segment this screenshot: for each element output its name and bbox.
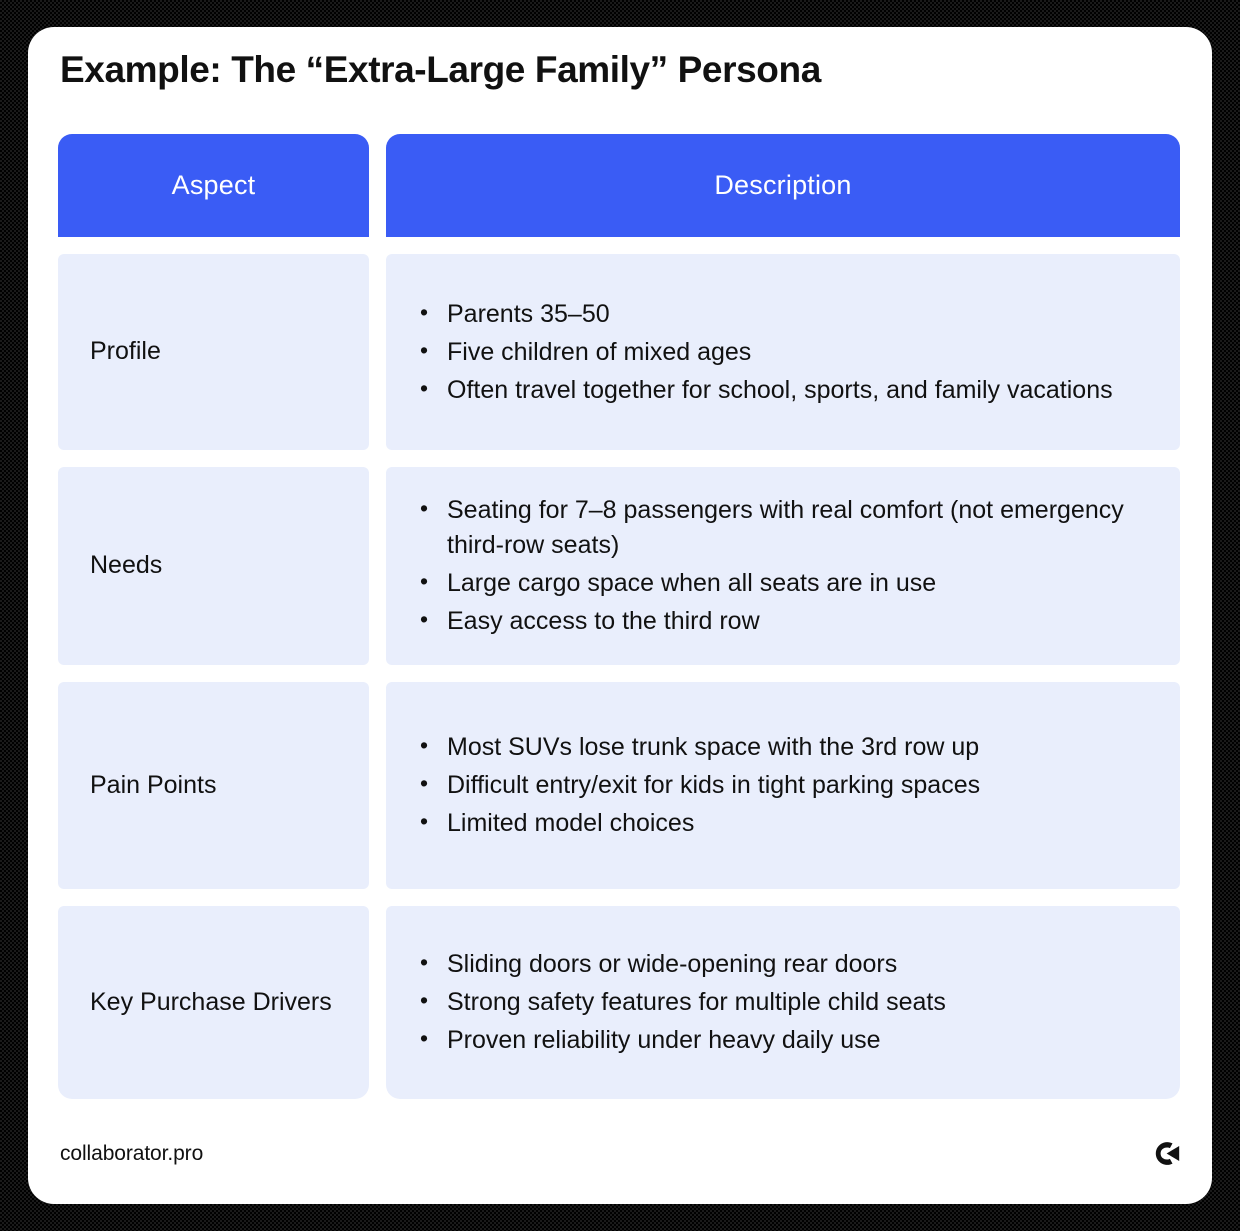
list-item: Most SUVs lose trunk space with the 3rd …	[416, 729, 1150, 765]
persona-table: Aspect Description Profile Parents 35–50…	[58, 134, 1180, 1099]
cell-description: Parents 35–50 Five children of mixed age…	[386, 254, 1180, 450]
table-row: Profile Parents 35–50 Five children of m…	[58, 254, 1180, 450]
header-label-description: Description	[714, 170, 852, 200]
brand-logo	[1152, 1139, 1182, 1169]
aspect-label: Pain Points	[90, 770, 217, 799]
list-item: Seating for 7–8 passengers with real com…	[416, 492, 1150, 563]
footer-url: collaborator.pro	[60, 1142, 204, 1165]
collaborator-logo-icon	[1155, 1142, 1180, 1165]
page-title: Example: The “Extra-Large Family” Person…	[60, 49, 821, 90]
table-row: Pain Points Most SUVs lose trunk space w…	[58, 682, 1180, 889]
cell-description: Most SUVs lose trunk space with the 3rd …	[386, 682, 1180, 889]
aspect-label: Profile	[90, 337, 161, 366]
list-item: Often travel together for school, sports…	[416, 372, 1150, 408]
header-cell-aspect: Aspect	[58, 134, 369, 237]
aspect-label: Needs	[90, 551, 163, 580]
list-item: Easy access to the third row	[416, 603, 1150, 639]
footer: collaborator.pro	[60, 1134, 1182, 1174]
list-item: Proven reliability under heavy daily use	[416, 1022, 1150, 1058]
bullet-list: Sliding doors or wide-opening rear doors…	[416, 946, 1150, 1058]
cell-aspect: Key Purchase Drivers	[58, 906, 369, 1099]
table-header-row: Aspect Description	[58, 134, 1180, 237]
aspect-label: Key Purchase Drivers	[90, 987, 332, 1016]
cell-description: Sliding doors or wide-opening rear doors…	[386, 906, 1180, 1099]
list-item: Large cargo space when all seats are in …	[416, 565, 1150, 601]
table-row: Key Purchase Drivers Sliding doors or wi…	[58, 906, 1180, 1099]
list-item: Sliding doors or wide-opening rear doors	[416, 946, 1150, 982]
cell-aspect: Needs	[58, 467, 369, 665]
list-item: Difficult entry/exit for kids in tight p…	[416, 767, 1150, 803]
list-item: Five children of mixed ages	[416, 334, 1150, 370]
cell-description: Seating for 7–8 passengers with real com…	[386, 467, 1180, 665]
list-item: Strong safety features for multiple chil…	[416, 984, 1150, 1020]
content-card: Example: The “Extra-Large Family” Person…	[28, 27, 1212, 1204]
list-item: Limited model choices	[416, 805, 1150, 841]
header-cell-description: Description	[386, 134, 1180, 237]
table-row: Needs Seating for 7–8 passengers with re…	[58, 467, 1180, 665]
bullet-list: Most SUVs lose trunk space with the 3rd …	[416, 729, 1150, 841]
list-item: Parents 35–50	[416, 296, 1150, 332]
cell-aspect: Profile	[58, 254, 369, 450]
cell-aspect: Pain Points	[58, 682, 369, 889]
bullet-list: Parents 35–50 Five children of mixed age…	[416, 296, 1150, 408]
header-label-aspect: Aspect	[171, 170, 256, 200]
bullet-list: Seating for 7–8 passengers with real com…	[416, 492, 1150, 639]
